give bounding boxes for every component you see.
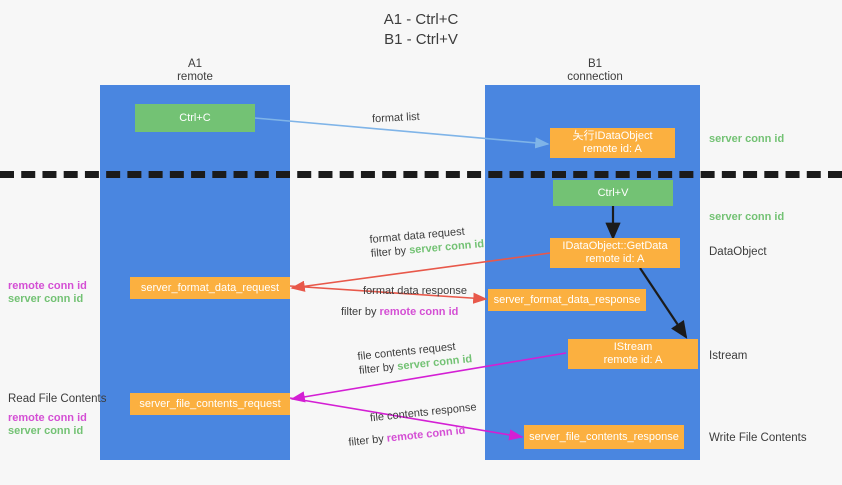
title-line-1: A1 - Ctrl+C [383, 11, 459, 28]
node-ctrl-c[interactable]: Ctrl+C [135, 104, 255, 132]
node-server-format-data-request[interactable]: server_format_data_request [130, 277, 290, 299]
column-b1-name: B1 [587, 58, 603, 70]
edge-format-data-response-text: format data response [363, 285, 467, 297]
title-line-2: B1 - Ctrl+V [384, 31, 458, 48]
node-getdata-sub: remote id: A [585, 253, 645, 265]
node-server-format-data-response-label: server_format_data_response [493, 293, 641, 306]
column-header-b1: B1 connection [520, 58, 670, 84]
node-ctrl-v[interactable]: Ctrl+V [553, 180, 673, 206]
edge-label-format-data-response: format data response filter by remote co… [341, 284, 467, 319]
label-server-conn-id-top: server conn id [709, 133, 785, 145]
column-header-a1: A1 remote [120, 58, 270, 84]
label-server-conn-id-lower: server conn id [8, 425, 84, 437]
node-getdata-label: IDataObject::GetData [562, 240, 668, 252]
node-server-file-contents-request-label: server_file_contents_request [139, 397, 281, 410]
arrow-format-data-request [290, 252, 551, 292]
arrow-file-contents-request [290, 352, 567, 403]
edge-label-format-list: format list [372, 110, 420, 126]
label-write-file-contents: Write File Contents [709, 432, 807, 444]
label-remote-conn-id-upper: remote conn id [8, 280, 87, 292]
edge-format-data-request-filter-prefix: filter by [370, 244, 410, 260]
page-title: A1 - Ctrl+C B1 - Ctrl+V [0, 10, 842, 50]
node-istream-label: IStream [613, 341, 653, 353]
edge-file-contents-request-filter-prefix: filter by [358, 360, 398, 377]
label-istream: Istream [709, 350, 748, 362]
label-remote-conn-id-lower: remote conn id [8, 412, 87, 424]
column-a1-name: A1 [187, 58, 203, 70]
node-getdata[interactable]: IDataObject::GetData remote id: A [550, 238, 680, 268]
arrow-file-contents-response [289, 397, 524, 441]
node-server-file-contents-response[interactable]: server_file_contents_response [524, 425, 684, 449]
node-idataobject[interactable]: 夨行IDataObject remote id: A [550, 128, 675, 158]
node-server-format-data-response[interactable]: server_format_data_response [488, 289, 646, 311]
node-idataobject-label: 夨行IDataObject [572, 130, 653, 142]
column-a1-sub: remote [177, 71, 213, 83]
node-idataobject-sub: remote id: A [583, 143, 642, 155]
node-server-format-data-request-label: server_format_data_request [140, 281, 280, 294]
node-istream[interactable]: IStream remote id: A [568, 339, 698, 369]
node-server-file-contents-request[interactable]: server_file_contents_request [130, 393, 290, 415]
arrow-format-list [254, 117, 550, 149]
divider-dashed-line [0, 171, 842, 178]
edge-label-format-list-text: format list [371, 110, 420, 126]
label-server-conn-id-second: server conn id [709, 211, 785, 223]
node-ctrl-c-label: Ctrl+C [179, 111, 211, 124]
arrow-format-data-response [289, 285, 488, 304]
label-dataobject: DataObject [709, 246, 767, 258]
edge-format-data-response-filter-prefix: filter by [341, 306, 380, 318]
label-read-file-contents: Read File Contents [8, 393, 107, 405]
node-ctrl-v-label: Ctrl+V [597, 186, 629, 199]
edge-format-data-response-filter: filter by remote conn id [341, 305, 467, 319]
arrow-getdata-to-istream [639, 267, 688, 339]
column-b1-sub: connection [567, 71, 623, 83]
node-server-file-contents-response-label: server_file_contents_response [529, 430, 679, 443]
edge-format-data-response-filter-value: remote conn id [379, 306, 459, 318]
label-server-conn-id-upper: server conn id [8, 293, 84, 305]
node-istream-sub: remote id: A [603, 354, 663, 366]
